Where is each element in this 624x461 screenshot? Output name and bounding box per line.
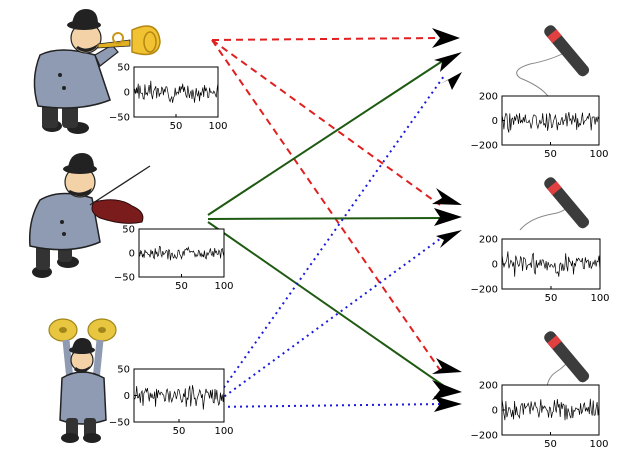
cymbal-player-signal-trace bbox=[133, 385, 225, 410]
microphone-1-y-tick-label: 0 bbox=[492, 116, 498, 127]
arrow-violin-to-mic1 bbox=[207, 59, 445, 216]
violin-player-signal-trace bbox=[138, 245, 225, 261]
cymbal-player-x-tick-label: 50 bbox=[173, 426, 186, 437]
arrow-cymbal-to-mic3 bbox=[209, 403, 445, 408]
microphone-3-y-tick-label: 0 bbox=[492, 406, 498, 417]
trumpet-arrows bbox=[211, 37, 441, 371]
cymbal-player-y-tick-label: 0 bbox=[124, 391, 130, 402]
violin-signal-plot: 50 0 −50 50 100 bbox=[114, 225, 234, 293]
microphone-3-x-tick-label: 50 bbox=[544, 439, 557, 450]
microphone-3-y-tick-label: 200 bbox=[479, 381, 498, 392]
violin-player-y-tick-label: −50 bbox=[114, 273, 135, 284]
violin-player-x-tick-label: 50 bbox=[175, 281, 188, 292]
trumpet-player-y-tick-label: 0 bbox=[124, 88, 130, 99]
trumpet-player-signal-trace bbox=[133, 80, 219, 103]
arrow-violin-to-mic3 bbox=[207, 221, 445, 387]
microphone-3-signal-trace bbox=[501, 398, 600, 421]
microphone-1-y-tick-label: 200 bbox=[479, 92, 498, 103]
microphone-3-x-tick-label: 100 bbox=[589, 439, 608, 450]
microphone-icon bbox=[519, 177, 590, 231]
mic3-signal-plot: 200 0 −200 50 100 bbox=[471, 381, 609, 451]
trumpet-player-icon bbox=[33, 9, 161, 134]
cymbal-player-axes-frame bbox=[133, 368, 225, 423]
trumpet-player-axes-frame bbox=[133, 66, 219, 118]
microphone-2-x-tick-label: 100 bbox=[590, 293, 609, 304]
arrow-trumpet-to-mic3 bbox=[211, 39, 441, 371]
trumpet-player-y-tick-label: −50 bbox=[109, 113, 130, 124]
trumpet-player-x-tick-label: 50 bbox=[170, 121, 183, 132]
trumpet-player-y-tick-label: 50 bbox=[117, 63, 130, 74]
violin-player-x-tick-label: 100 bbox=[214, 281, 233, 292]
microphone-2-x-tick-label: 50 bbox=[545, 293, 558, 304]
microphone-1-x-tick-label: 100 bbox=[589, 149, 608, 160]
cymbal-player-y-tick-label: 50 bbox=[117, 365, 130, 376]
violin-arrows bbox=[207, 59, 445, 387]
microphone-1-x-tick-label: 50 bbox=[544, 149, 557, 160]
mic1-signal-plot: 200 0 −200 50 100 bbox=[471, 92, 609, 161]
microphone-1-signal-trace bbox=[501, 112, 600, 133]
microphone-2-signal-trace bbox=[501, 251, 601, 277]
arrow-cymbal-to-mic2 bbox=[209, 235, 445, 408]
violin-player-y-tick-label: 0 bbox=[129, 249, 135, 260]
arrow-cymbal-to-mic1 bbox=[209, 75, 445, 408]
cymbal-player-y-tick-label: −50 bbox=[109, 418, 130, 429]
trumpet-signal-plot: 50 0 −50 50 100 bbox=[109, 63, 228, 133]
mic2-signal-plot: 200 0 −200 50 100 bbox=[471, 235, 610, 305]
microphone-icon bbox=[516, 25, 590, 97]
arrow-trumpet-to-mic2 bbox=[211, 39, 441, 206]
cymbal-player-icon bbox=[48, 318, 117, 443]
violin-player-y-tick-label: 50 bbox=[122, 225, 135, 236]
microphone-1-y-tick-label: −200 bbox=[471, 141, 498, 152]
microphone-2-y-tick-label: 0 bbox=[492, 260, 498, 271]
arrowheads bbox=[432, 28, 462, 412]
cymbal-signal-plot: 50 0 −50 50 100 bbox=[109, 365, 234, 438]
arrow-violin-to-mic2 bbox=[207, 217, 445, 220]
microphone-1-axes-frame bbox=[501, 95, 600, 146]
trumpet-player-x-tick-label: 100 bbox=[208, 121, 227, 132]
arrow-trumpet-to-mic1 bbox=[211, 37, 439, 41]
cymbal-arrows bbox=[209, 75, 445, 408]
cymbal-player-x-tick-label: 100 bbox=[214, 426, 233, 437]
microphone-3-y-tick-label: −200 bbox=[471, 431, 498, 442]
violin-player-icon bbox=[28, 153, 151, 278]
microphone-2-y-tick-label: −200 bbox=[471, 285, 498, 296]
microphone-2-y-tick-label: 200 bbox=[479, 235, 498, 246]
